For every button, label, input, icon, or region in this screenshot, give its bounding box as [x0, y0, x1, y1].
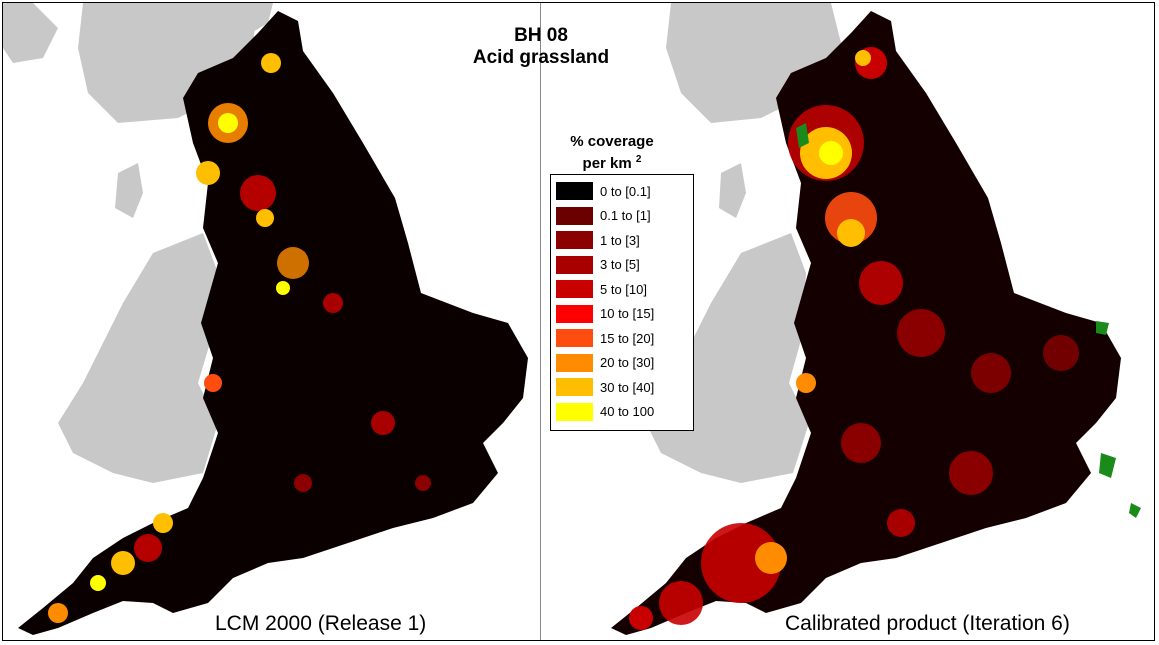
- coverage-hotspots-left: [48, 53, 431, 623]
- legend-swatch: [556, 206, 593, 225]
- legend-label: 0 to [0.1]: [600, 183, 651, 199]
- legend-swatch: [556, 182, 593, 201]
- legend-row: 1 to [3]: [556, 228, 693, 253]
- coverage-hotspots-right: [629, 47, 1079, 630]
- legend-title-line2: per km 2: [541, 151, 683, 173]
- legend-row: 40 to 100: [556, 400, 693, 425]
- legend-row: 0.1 to [1]: [556, 204, 693, 229]
- legend-label: 1 to [3]: [600, 232, 640, 248]
- legend-title-superscript: 2: [635, 154, 642, 165]
- legend-label: 5 to [10]: [600, 281, 647, 297]
- title-habitat: Acid grassland: [472, 47, 610, 68]
- caption-right-map: Calibrated product (Iteration 6): [785, 612, 1070, 635]
- legend-row: 10 to [15]: [556, 302, 693, 327]
- map-lcm2000: [3, 3, 528, 635]
- legend-row: 3 to [5]: [556, 253, 693, 278]
- legend-title: % coverage per km 2: [541, 133, 683, 173]
- figure-title: BH 08 Acid grassland: [391, 25, 691, 69]
- legend-label: 20 to [30]: [600, 355, 655, 371]
- map-calibrated: [611, 3, 1141, 635]
- title-code: BH 08: [514, 25, 568, 46]
- panel-divider: [540, 3, 541, 640]
- england-landmass-left: [18, 11, 528, 635]
- legend-row: 15 to [20]: [556, 326, 693, 351]
- legend-swatch: [556, 329, 593, 348]
- legend-swatch: [556, 231, 593, 250]
- legend-swatch: [556, 353, 593, 372]
- legend-swatch: [556, 378, 593, 397]
- legend-label: 3 to [5]: [600, 257, 640, 273]
- legend: 0 to [0.1] 0.1 to [1] 1 to [3] 3 to [5] 5 to…: [550, 174, 694, 431]
- legend-row: 30 to [40]: [556, 375, 693, 400]
- caption-left-map: LCM 2000 (Release 1): [215, 612, 427, 635]
- legend-swatch: [556, 280, 593, 299]
- legend-swatch: [556, 402, 593, 421]
- legend-swatch: [556, 255, 593, 274]
- england-landmass-right: [611, 11, 1121, 635]
- legend-label: 40 to 100: [600, 404, 655, 420]
- legend-label: 30 to [40]: [600, 379, 655, 395]
- legend-title-unit: per km: [582, 155, 632, 172]
- legend-row: 20 to [30]: [556, 351, 693, 376]
- legend-swatch: [556, 304, 593, 323]
- legend-row: 5 to [10]: [556, 277, 693, 302]
- legend-label: 0.1 to [1]: [600, 208, 651, 224]
- legend-title-line1: % coverage: [570, 133, 654, 150]
- no-data-edges-right: [796, 123, 1141, 518]
- legend-label: 10 to [15]: [600, 306, 655, 322]
- legend-row: 0 to [0.1]: [556, 179, 693, 204]
- legend-label: 15 to [20]: [600, 330, 655, 346]
